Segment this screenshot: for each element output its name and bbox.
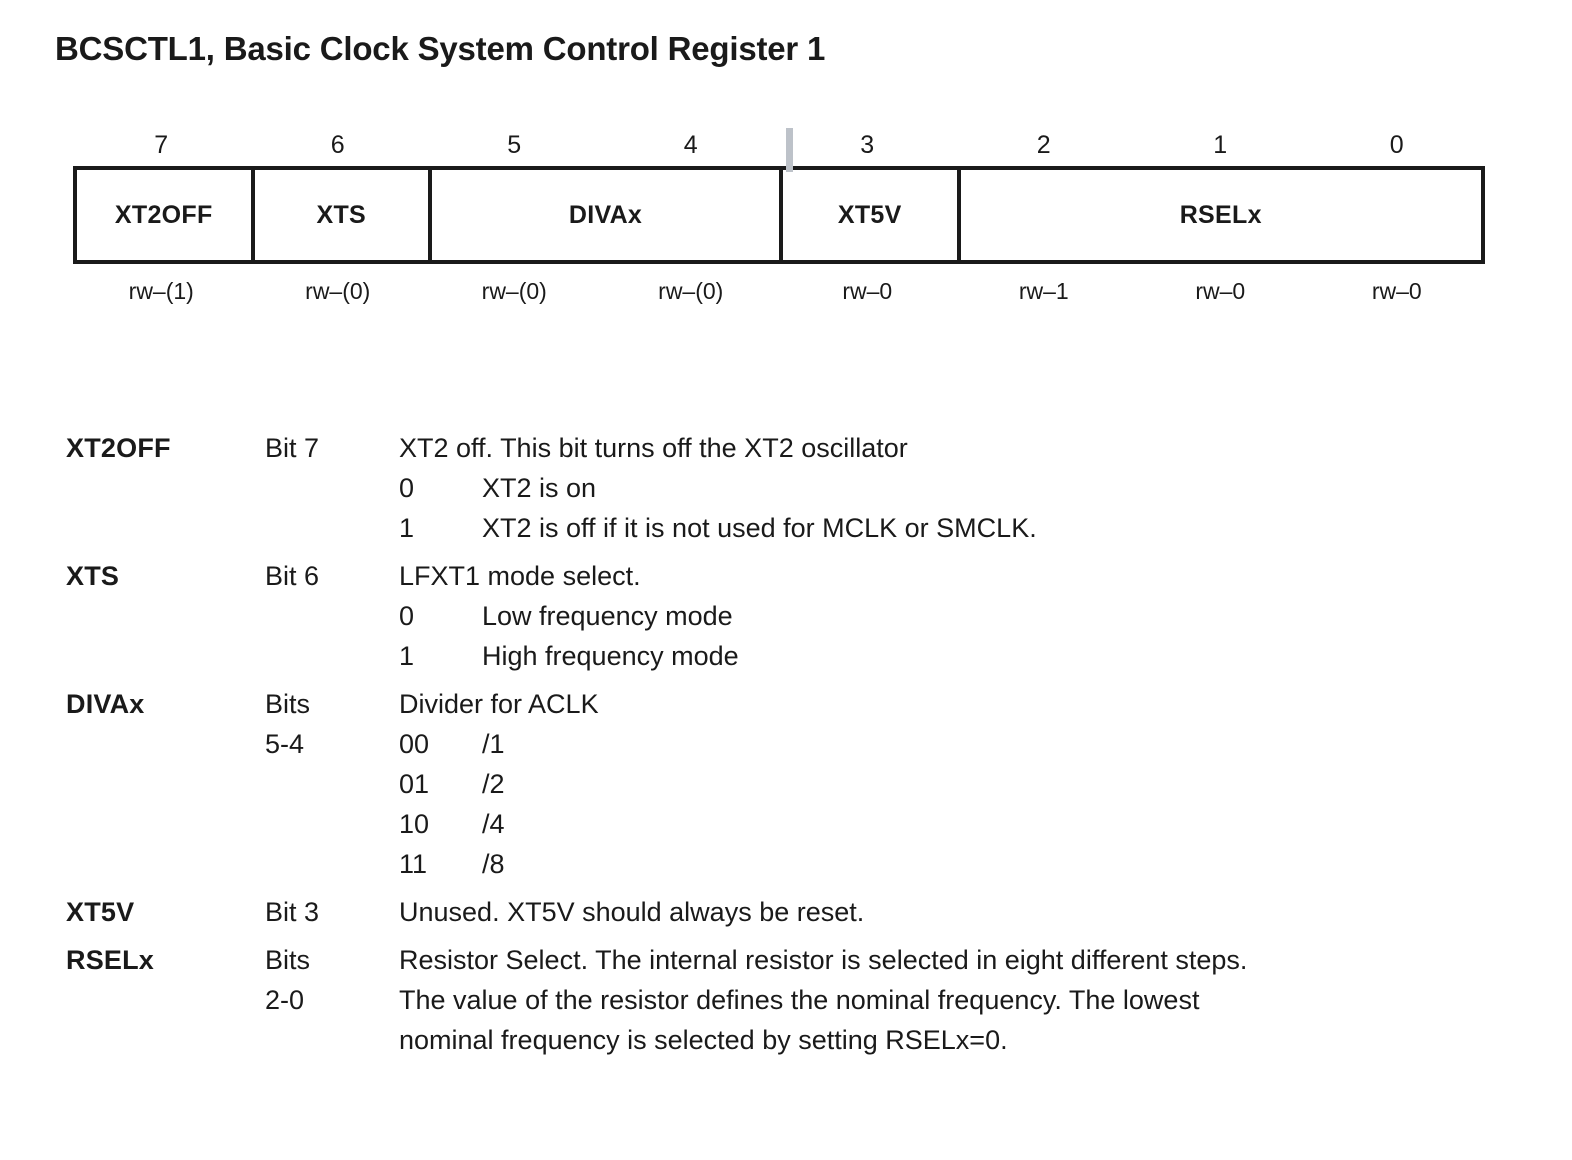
field-row-xts: XTS Bit 6 LFXT1 mode select. 0 Low frequ…	[66, 556, 1536, 676]
register-field-divax: DIVAx	[432, 170, 783, 260]
field-bits-line1: Bits	[265, 945, 311, 975]
field-option-value: 0	[399, 601, 415, 631]
field-option-value: 10	[399, 809, 430, 839]
bit-number: 6	[330, 131, 345, 159]
field-bits: Bits 5-4	[265, 684, 399, 764]
bit-number: 1	[1213, 131, 1228, 159]
access-type: rw–0	[842, 278, 893, 304]
field-name: XT5V	[66, 897, 135, 927]
field-name: XTS	[66, 561, 120, 591]
register-field-rselx: RSELx	[1179, 200, 1262, 229]
field-bits-line1: Bit 3	[265, 897, 320, 927]
register-diagram: 7 6 5 4 3 2 1 0 XT2OFF XTS DIVAx XT5V RS…	[73, 130, 1485, 305]
access-type: rw–1	[1018, 278, 1069, 304]
field-bits: Bit 3	[265, 892, 399, 932]
field-option: 1 XT2 is off if it is not used for MCLK …	[399, 508, 1536, 548]
field-name: XT2OFF	[66, 433, 171, 463]
field-name: DIVAx	[66, 689, 145, 719]
field-row-rselx: RSELx Bits 2-0 Resistor Select. The inte…	[66, 940, 1536, 1060]
field-option-text: XT2 is off if it is not used for MCLK or…	[482, 513, 1037, 543]
field-description-text: Unused. XT5V should always be reset.	[399, 897, 865, 927]
field-bits: Bits 2-0	[265, 940, 399, 1020]
field-description: Resistor Select. The internal resistor i…	[399, 940, 1536, 1060]
access-type-row: rw–(1) rw–(0) rw–(0) rw–(0) rw–0 rw–1 rw…	[73, 278, 1485, 305]
bit-number: 0	[1389, 131, 1404, 159]
access-type: rw–(0)	[481, 278, 547, 304]
field-description-text: Divider for ACLK	[399, 689, 599, 719]
field-option-text: Low frequency mode	[482, 601, 733, 631]
field-description-text: The value of the resistor defines the no…	[399, 985, 1200, 1015]
field-description-text: LFXT1 mode select.	[399, 561, 641, 591]
bit-number: 2	[1036, 131, 1051, 159]
bit-number: 7	[154, 131, 169, 159]
field-option-value: 1	[399, 641, 415, 671]
byte-boundary-marker	[786, 128, 793, 172]
field-bits: Bit 7	[265, 428, 399, 468]
register-field-xt5v: XT5V	[783, 170, 961, 260]
field-option: 1 High frequency mode	[399, 636, 1536, 676]
field-row-divax: DIVAx Bits 5-4 Divider for ACLK 00 /1 01…	[66, 684, 1536, 884]
field-description: LFXT1 mode select. 0 Low frequency mode …	[399, 556, 1536, 676]
field-row-xt2off: XT2OFF Bit 7 XT2 off. This bit turns off…	[66, 428, 1536, 548]
field-description-text: Resistor Select. The internal resistor i…	[399, 945, 1248, 975]
field-description: Unused. XT5V should always be reset.	[399, 892, 1536, 932]
field-row-xt5v: XT5V Bit 3 Unused. XT5V should always be…	[66, 892, 1536, 932]
access-type: rw–0	[1195, 278, 1246, 304]
field-name: RSELx	[66, 945, 155, 975]
field-option: 0 XT2 is on	[399, 468, 1536, 508]
field-option: 10 /4	[399, 804, 1536, 844]
field-description: XT2 off. This bit turns off the XT2 osci…	[399, 428, 1536, 548]
field-option-value: 00	[399, 729, 430, 759]
field-bits-line2: 5-4	[265, 729, 305, 759]
field-bits-line1: Bits	[265, 689, 311, 719]
field-option: 00 /1	[399, 724, 1536, 764]
field-description: Divider for ACLK 00 /1 01 /2 10 /4 11 /8	[399, 684, 1536, 884]
bit-number: 3	[860, 131, 875, 159]
access-type: rw–(0)	[658, 278, 724, 304]
field-bits-line2: 2-0	[265, 985, 305, 1015]
field-bits: Bit 6	[265, 556, 399, 596]
access-type: rw–0	[1371, 278, 1422, 304]
field-option-text: /4	[482, 809, 505, 839]
field-option-value: 1	[399, 513, 415, 543]
page-title: BCSCTL1, Basic Clock System Control Regi…	[55, 30, 826, 67]
field-option-value: 11	[399, 849, 428, 879]
field-option-text: XT2 is on	[482, 473, 597, 503]
field-description-text: nominal frequency is selected by setting…	[399, 1025, 1008, 1055]
field-option-value: 01	[399, 769, 430, 799]
bit-number: 4	[683, 131, 698, 159]
field-option-text: /8	[482, 849, 505, 879]
field-option-text: High frequency mode	[482, 641, 739, 671]
register-field-xts: XTS	[255, 170, 432, 260]
field-option: 01 /2	[399, 764, 1536, 804]
field-option-value: 0	[399, 473, 415, 503]
field-description-text: XT2 off. This bit turns off the XT2 osci…	[399, 433, 908, 463]
field-bits-line1: Bit 6	[265, 561, 320, 591]
field-option: 0 Low frequency mode	[399, 596, 1536, 636]
field-option: 11 /8	[399, 844, 1536, 884]
field-bits-line1: Bit 7	[265, 433, 320, 463]
bit-number: 5	[507, 131, 522, 159]
field-option-text: /2	[482, 769, 505, 799]
register-field-xt2off: XT2OFF	[77, 170, 255, 260]
access-type: rw–(0)	[305, 278, 371, 304]
register-bitfield-box: XT2OFF XTS DIVAx XT5V RSELx	[73, 166, 1485, 264]
access-type: rw–(1)	[128, 278, 194, 304]
bit-number-row: 7 6 5 4 3 2 1 0	[73, 130, 1485, 166]
field-description-list: XT2OFF Bit 7 XT2 off. This bit turns off…	[66, 428, 1536, 1068]
field-option-text: /1	[482, 729, 505, 759]
